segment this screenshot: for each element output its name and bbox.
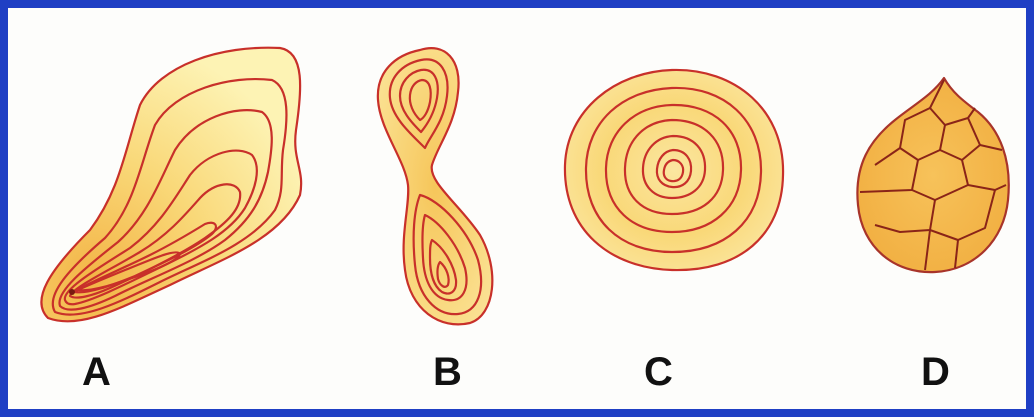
shape-d [857, 78, 1008, 272]
shape-a [41, 48, 301, 322]
label-c: C [644, 352, 673, 392]
shape-d-outline [857, 78, 1008, 272]
shape-c-outline [565, 70, 783, 270]
label-d: D [921, 352, 950, 392]
label-b: B [433, 352, 462, 392]
shape-c [565, 70, 783, 270]
shape-b [378, 48, 492, 324]
label-a: A [82, 352, 111, 392]
